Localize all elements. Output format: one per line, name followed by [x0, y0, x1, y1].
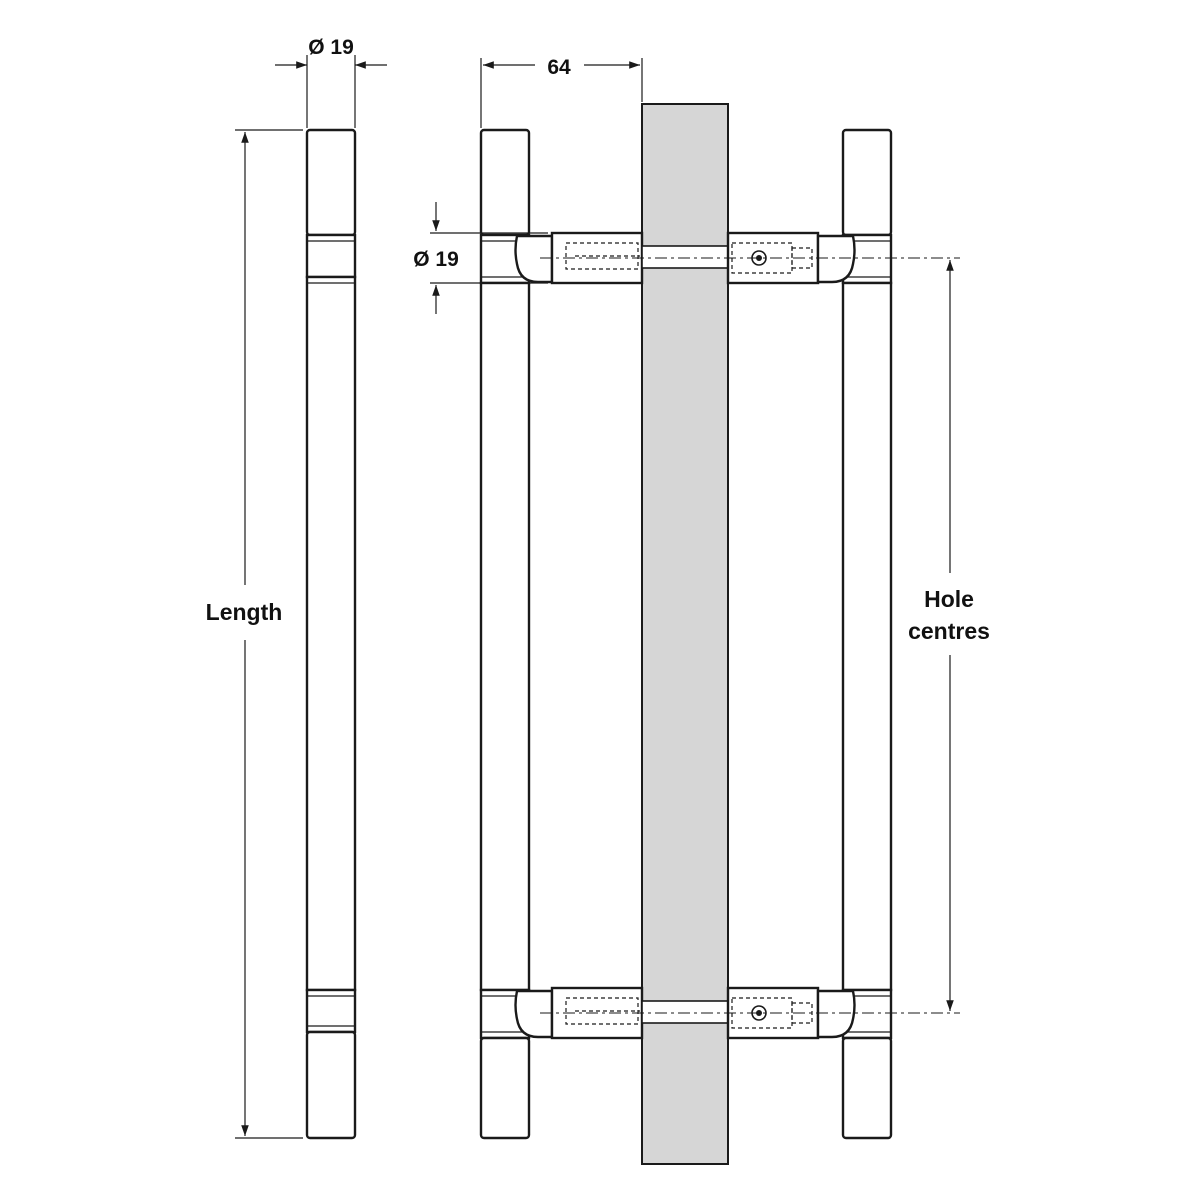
standoff-diameter-dimension [430, 202, 548, 314]
hole-centres-label-line2: centres [908, 618, 990, 644]
length-label: Length [206, 599, 283, 625]
right-handle-bar [841, 128, 893, 1140]
top-standoff-assembly [514, 231, 960, 285]
projection-label: 64 [547, 56, 571, 79]
left-handle-bar [479, 128, 531, 1140]
side-view-bar [275, 55, 387, 1140]
bottom-standoff-assembly [514, 986, 960, 1040]
bar-diameter-label: Ø 19 [308, 36, 354, 59]
length-dimension [235, 129, 303, 1139]
hole-centres-label-line1: Hole [924, 586, 974, 612]
glass-door-panel [641, 103, 729, 1165]
projection-dimension [480, 58, 643, 128]
standoff-diameter-label: Ø 19 [413, 248, 459, 271]
